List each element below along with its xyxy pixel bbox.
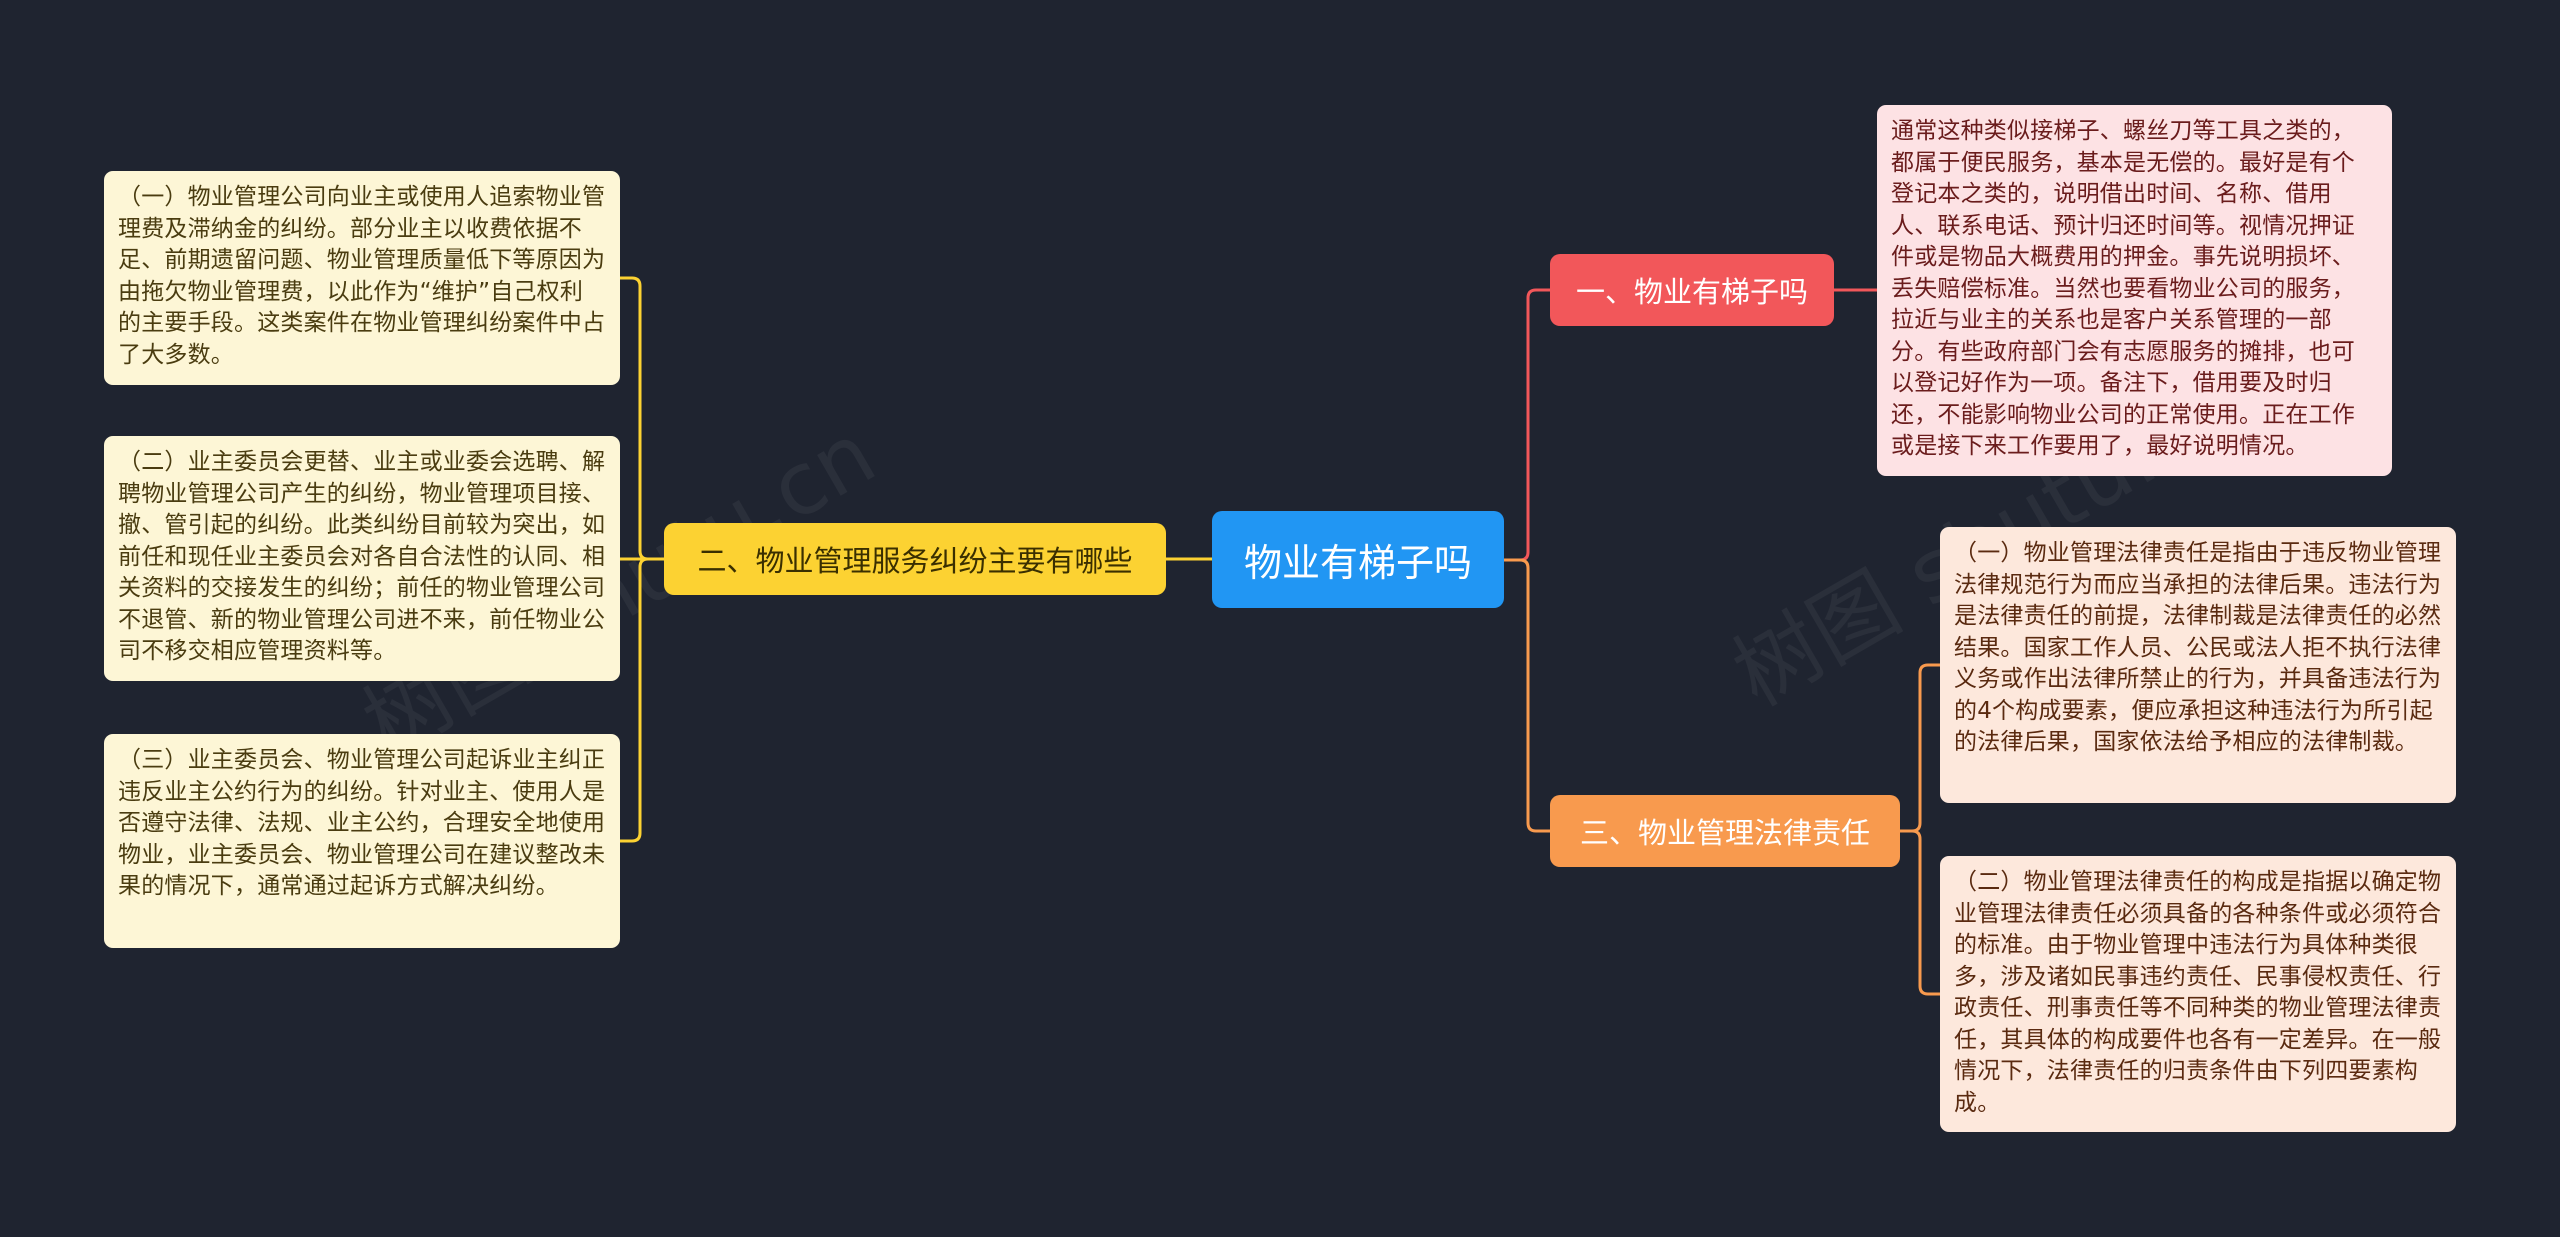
root-node[interactable]: 物业有梯子吗 [1212, 511, 1504, 608]
connector-topic2-card3 [620, 557, 664, 843]
detail-card-topic3-2[interactable]: （二）物业管理法律责任的构成是指据以确定物业管理法律责任必须具备的各种条件或必须… [1940, 856, 2456, 1132]
connector-root-topic3 [1504, 558, 1550, 833]
connector-topic3-card1 [1900, 663, 1940, 833]
topic-node-1[interactable]: 一、物业有梯子吗 [1550, 254, 1834, 326]
detail-card-topic1[interactable]: 通常这种类似接梯子、螺丝刀等工具之类的，都属于便民服务，基本是无偿的。最好是有个… [1877, 105, 2392, 476]
detail-card-topic2-3[interactable]: （三）业主委员会、物业管理公司起诉业主纠正违反业主公约行为的纠纷。针对业主、使用… [104, 734, 620, 948]
topic-node-2[interactable]: 二、物业管理服务纠纷主要有哪些 [664, 523, 1166, 595]
connector-topic3-card2 [1900, 829, 1940, 996]
connector-topic2-card1 [620, 276, 664, 561]
connector-root-topic1 [1504, 288, 1550, 562]
detail-card-topic2-2[interactable]: （二）业主委员会更替、业主或业委会选聘、解聘物业管理公司产生的纠纷，物业管理项目… [104, 436, 620, 681]
detail-card-topic2-1[interactable]: （一）物业管理公司向业主或使用人追索物业管理费及滞纳金的纠纷。部分业主以收费依据… [104, 171, 620, 385]
topic-node-3[interactable]: 三、物业管理法律责任 [1550, 795, 1900, 867]
detail-card-topic3-1[interactable]: （一）物业管理法律责任是指由于违反物业管理法律规范行为而应当承担的法律后果。违法… [1940, 527, 2456, 803]
